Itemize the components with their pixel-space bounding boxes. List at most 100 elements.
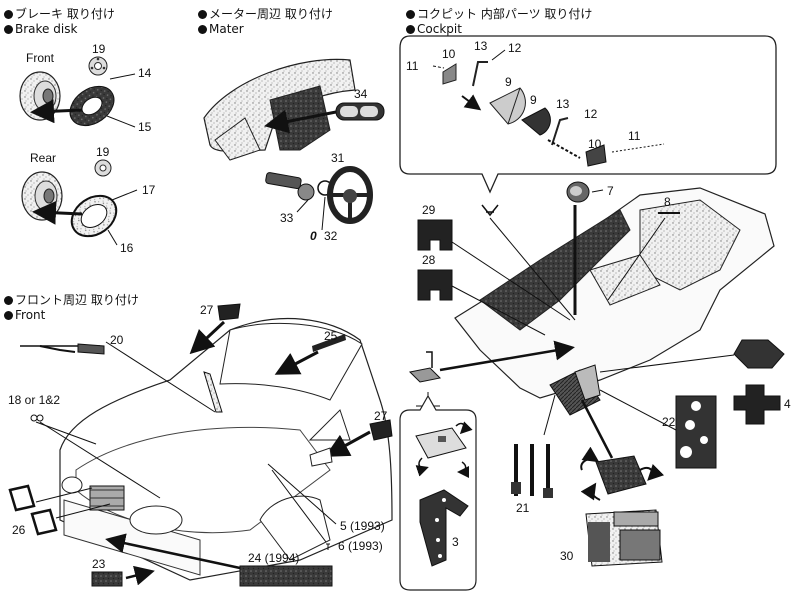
steering-wheel bbox=[327, 166, 373, 224]
part-8-lever bbox=[607, 212, 680, 301]
part-5-label: 5 (1993) bbox=[340, 519, 385, 533]
cockpit-inset bbox=[399, 35, 777, 194]
part-5-6-trim bbox=[203, 371, 337, 550]
part-17-label: 17 bbox=[142, 183, 156, 197]
bullet-icon bbox=[198, 10, 207, 19]
part-9-pedal-fan-a bbox=[489, 87, 526, 125]
part-21-rods bbox=[511, 394, 556, 498]
part-17-brake-disc-rear bbox=[70, 194, 118, 238]
steering-column bbox=[265, 172, 315, 201]
part-19-front-label: 19 bbox=[92, 42, 106, 56]
part-19-rear-label: 19 bbox=[96, 145, 110, 159]
part-10-lower-label: 10 bbox=[588, 137, 602, 151]
front-title-en: Front bbox=[15, 308, 46, 322]
part-29-seat-frame bbox=[417, 219, 571, 321]
bullet-icon bbox=[406, 25, 415, 34]
part-25-strip bbox=[274, 334, 346, 375]
part-22-panel bbox=[599, 389, 717, 469]
part-7-label: 7 bbox=[607, 184, 614, 198]
part-31-label: 31 bbox=[331, 151, 345, 165]
cockpit-header-jp: コクピット 内部パーツ 取り付け bbox=[406, 7, 592, 21]
part-14-label: 14 bbox=[138, 66, 152, 80]
part-13-rod-lower bbox=[551, 117, 569, 146]
part-24-label: 24 (1994) bbox=[248, 551, 299, 565]
front-header-jp: フロント周辺 取り付け bbox=[4, 293, 139, 307]
part-10-bracket-upper bbox=[442, 63, 457, 85]
part-22-label: 22 bbox=[662, 415, 676, 429]
part-28-label: 28 bbox=[422, 253, 436, 267]
part-20-label: 20 bbox=[110, 333, 124, 347]
bullet-icon bbox=[4, 311, 13, 320]
label-front: Front bbox=[26, 51, 55, 65]
part-25-label: 25 bbox=[324, 329, 338, 343]
part-30-seat-block bbox=[585, 509, 663, 567]
part-27-mirror-right bbox=[309, 419, 393, 467]
part-7-gauge bbox=[566, 181, 604, 315]
part-10-upper-label: 10 bbox=[442, 47, 456, 61]
part-13-lower-label: 13 bbox=[556, 97, 570, 111]
front-header-en: Front bbox=[4, 308, 45, 322]
label-rear: Rear bbox=[30, 151, 56, 165]
part-27-left-label: 27 bbox=[200, 303, 214, 317]
part-15-label: 15 bbox=[138, 120, 152, 134]
part-19-nut-front bbox=[88, 56, 108, 76]
part-11-upper-label: 11 bbox=[406, 59, 419, 73]
part-6-label: 6 (1993) bbox=[338, 539, 383, 553]
part-3-label: 3 bbox=[452, 535, 459, 549]
part-27-right-label: 27 bbox=[374, 409, 388, 423]
brake-title-en: Brake disk bbox=[15, 22, 78, 36]
part-20-wiper bbox=[20, 341, 216, 413]
part-26-lamp-lenses bbox=[8, 484, 111, 536]
meter-title-jp: メーター周辺 取り付け bbox=[209, 7, 333, 21]
part-30-label: 30 bbox=[560, 549, 574, 563]
part-10-bracket-lower bbox=[585, 144, 607, 167]
dashboard-panel bbox=[203, 58, 356, 161]
part-14-brake-disc-front bbox=[69, 85, 115, 127]
bullet-icon bbox=[4, 296, 13, 305]
part-4-label: 4 bbox=[784, 397, 791, 411]
part-34-meter-decal bbox=[335, 102, 385, 121]
part-9-b-label: 9 bbox=[530, 93, 537, 107]
meter-header-en: Mater bbox=[198, 22, 244, 36]
part-21-label: 21 bbox=[516, 501, 530, 515]
meter-header-jp: メーター周辺 取り付け bbox=[198, 7, 333, 21]
part-28-seat-frame bbox=[417, 269, 546, 336]
part-9-pedal-fan-b bbox=[521, 107, 551, 136]
cockpit-title-jp: コクピット 内部パーツ 取り付け bbox=[417, 7, 593, 21]
car-tub bbox=[454, 187, 775, 416]
part-3-bracket bbox=[419, 489, 469, 567]
part-8-label: 8 bbox=[664, 195, 671, 209]
part-3-plate-top bbox=[415, 421, 473, 478]
brake-section bbox=[19, 56, 138, 246]
bullet-icon bbox=[198, 25, 207, 34]
meter-title-en: Mater bbox=[209, 22, 244, 36]
cockpit-title-en: Cockpit bbox=[417, 22, 462, 36]
part-cross-bracket bbox=[481, 204, 576, 321]
part-16-label: 16 bbox=[120, 241, 134, 255]
part-34-label: 34 bbox=[354, 87, 368, 101]
part-32-symbol: 0 bbox=[310, 229, 317, 243]
part-12-lower-label: 12 bbox=[584, 107, 598, 121]
brake-title-jp: ブレーキ 取り付け bbox=[15, 7, 115, 21]
part-3-inset bbox=[399, 394, 477, 591]
brake-header-jp: ブレーキ 取り付け bbox=[4, 7, 115, 21]
part-33-label: 33 bbox=[280, 211, 294, 225]
part-13-rod-upper bbox=[472, 61, 488, 87]
bullet-icon bbox=[4, 10, 13, 19]
bullet-icon bbox=[4, 25, 13, 34]
meter-section bbox=[203, 58, 385, 231]
part-23-label: 23 bbox=[92, 557, 106, 571]
part-9-a-label: 9 bbox=[505, 75, 512, 89]
part-18-label: 18 or 1&2 bbox=[8, 393, 60, 407]
part-19-nut-rear bbox=[94, 159, 112, 177]
front-title-jp: フロント周辺 取り付け bbox=[15, 293, 139, 307]
part-11-lower-label: 11 bbox=[628, 129, 641, 143]
cockpit-header-en: Cockpit bbox=[406, 22, 462, 36]
part-4-console-block bbox=[599, 339, 785, 425]
part-shifter-plate bbox=[580, 399, 665, 501]
part-27-mirror-left bbox=[189, 303, 241, 355]
bullet-icon bbox=[406, 10, 415, 19]
part-23-plate bbox=[91, 565, 155, 587]
brake-header-en: Brake disk bbox=[4, 22, 77, 36]
